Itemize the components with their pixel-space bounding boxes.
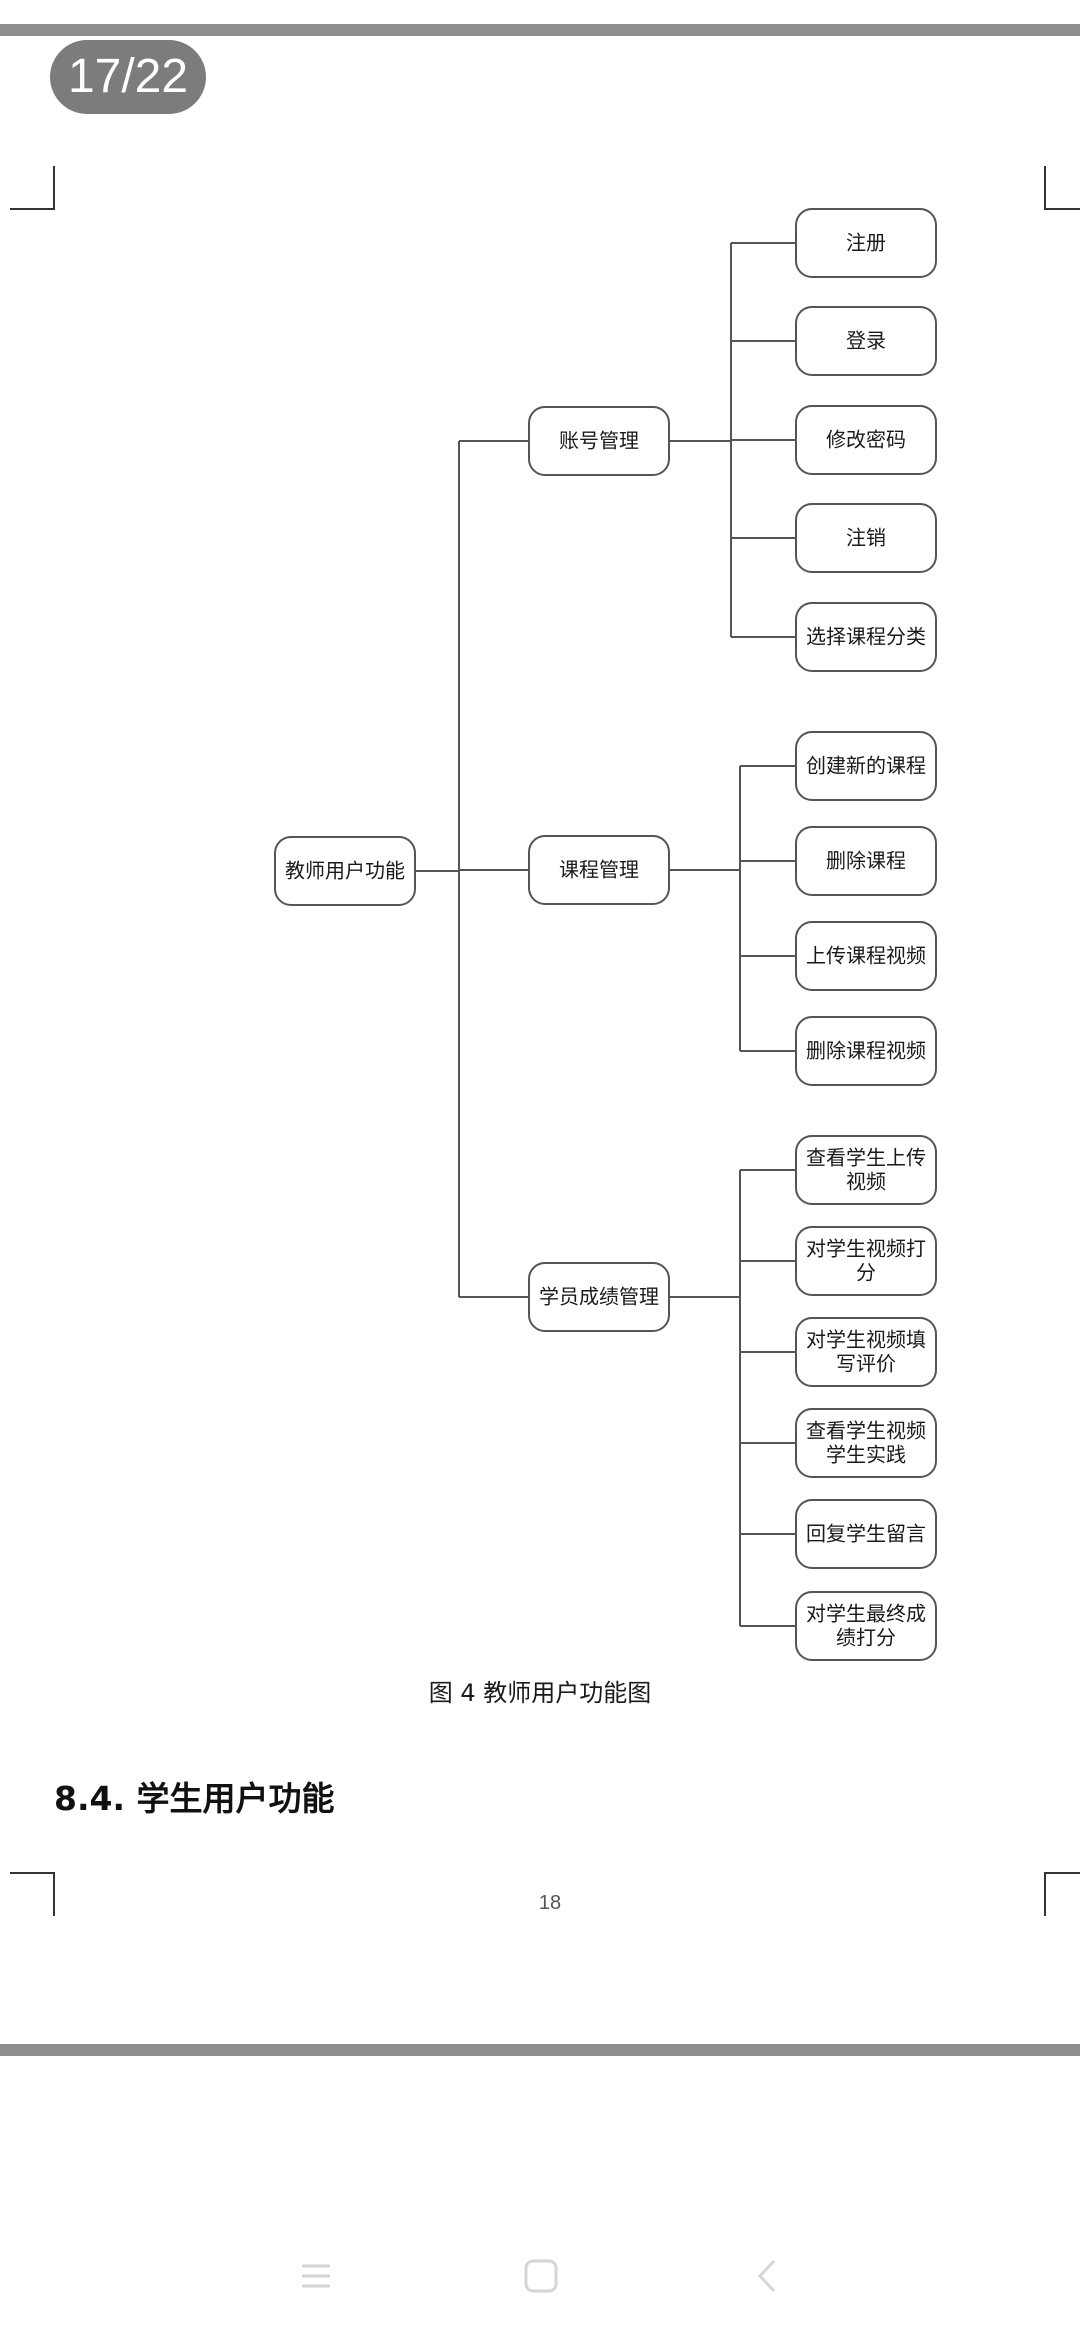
leaf-node-0-0: 注册 [795,208,937,278]
leaf-node-2-5-label: 绩打分 [836,1626,896,1650]
leaf-node-2-0-label: 视频 [846,1170,886,1194]
crop-mark-bottom-right-h [1044,1872,1080,1874]
crop-mark-top-left-h [10,208,54,210]
menu-icon[interactable] [296,2256,336,2296]
branch-node-1-label: 课程管理 [559,858,639,882]
figure-caption: 图 4 教师用户功能图 [428,1679,652,1707]
leaf-node-0-0-label: 注册 [846,231,886,255]
back-chevron-icon[interactable] [748,2256,788,2296]
root-node: 教师用户功能 [274,836,416,906]
leaf-node-1-0: 创建新的课程 [795,731,937,801]
leaf-node-2-2-label: 写评价 [836,1352,896,1376]
leaf-node-2-1-label: 分 [856,1261,876,1285]
crop-mark-bottom-left-h [10,1872,54,1874]
crop-mark-top-right-v [1044,166,1046,210]
leaf-node-2-0-label: 查看学生上传 [806,1146,926,1170]
crop-mark-top-right-h [1044,208,1080,210]
leaf-node-0-4-label: 选择课程分类 [806,625,926,649]
leaf-node-0-1: 登录 [795,306,937,376]
leaf-node-2-4: 回复学生留言 [795,1499,937,1569]
branch-node-0: 账号管理 [528,406,670,476]
leaf-node-2-3-label: 学生实践 [826,1443,906,1467]
page-indicator-badge: 17/22 [50,40,206,114]
system-navigation-bar [0,2240,1080,2310]
root-node-label: 教师用户功能 [285,859,405,883]
leaf-node-0-3-label: 注销 [846,526,886,550]
leaf-node-2-3-label: 查看学生视频 [806,1419,926,1443]
leaf-node-1-1: 删除课程 [795,826,937,896]
leaf-node-1-2: 上传课程视频 [795,921,937,991]
leaf-node-2-2-label: 对学生视频填 [806,1328,926,1352]
home-square-icon[interactable] [521,2256,561,2296]
leaf-node-1-2-label: 上传课程视频 [806,944,926,968]
section-heading: 8.4. 学生用户功能 [54,1779,335,1818]
page-number: 18 [538,1892,562,1914]
branch-node-2: 学员成绩管理 [528,1262,670,1332]
top-divider-bar [0,24,1080,36]
leaf-node-1-3-label: 删除课程视频 [806,1039,926,1063]
branch-node-0-label: 账号管理 [559,429,639,453]
crop-mark-top-left-v [53,166,55,210]
leaf-node-0-2-label: 修改密码 [826,428,906,452]
leaf-node-2-5-label: 对学生最终成 [806,1602,926,1626]
leaf-node-0-4: 选择课程分类 [795,602,937,672]
leaf-node-2-1-label: 对学生视频打 [806,1237,926,1261]
branch-node-2-label: 学员成绩管理 [539,1285,659,1309]
crop-mark-bottom-left-v [53,1872,55,1916]
bottom-divider-bar [0,2044,1080,2056]
leaf-node-0-1-label: 登录 [846,329,886,353]
leaf-node-1-3: 删除课程视频 [795,1016,937,1086]
crop-mark-bottom-right-v [1044,1872,1046,1916]
leaf-node-1-0-label: 创建新的课程 [806,754,926,778]
leaf-node-2-4-label: 回复学生留言 [806,1522,926,1546]
branch-node-1: 课程管理 [528,835,670,905]
leaf-node-0-2: 修改密码 [795,405,937,475]
leaf-node-0-3: 注销 [795,503,937,573]
leaf-node-1-1-label: 删除课程 [826,849,906,873]
